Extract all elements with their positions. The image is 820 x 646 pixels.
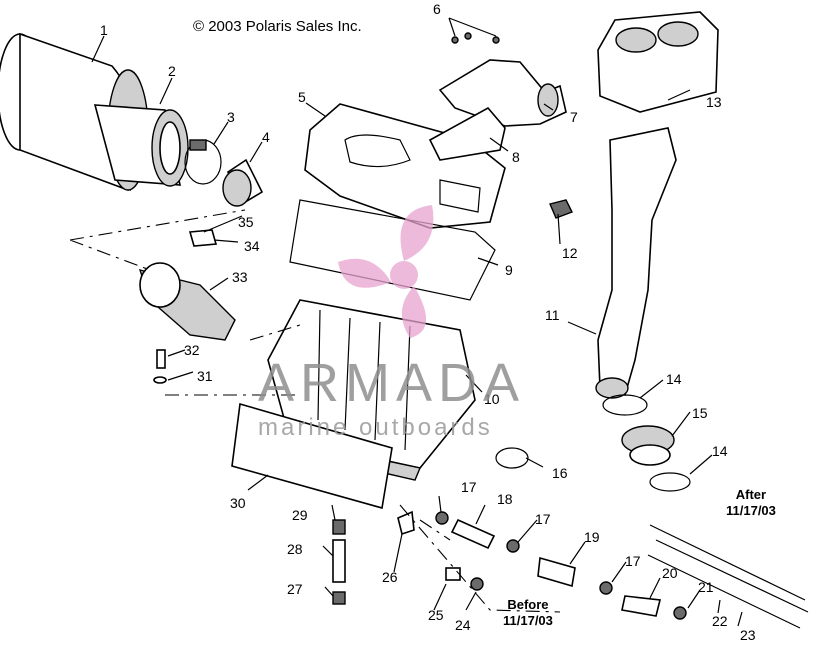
callout: 6 — [433, 1, 441, 17]
callout: 1 — [100, 22, 108, 38]
part-8-plate — [428, 106, 506, 161]
part-13-cover — [597, 11, 719, 113]
part-21-clamp — [673, 606, 687, 620]
callout: 25 — [428, 607, 444, 623]
callout: 32 — [184, 342, 200, 358]
after-note-line1: After — [735, 487, 767, 502]
callout: 34 — [244, 238, 260, 254]
callout: 27 — [287, 581, 303, 597]
callout: 31 — [197, 368, 213, 384]
part-2-filter — [93, 104, 189, 187]
watermark-tagline: marine outboards — [258, 414, 493, 441]
callout: 8 — [512, 149, 520, 165]
callout: 5 — [298, 89, 306, 105]
part-12-clip — [549, 199, 573, 219]
callout: 12 — [562, 245, 578, 261]
part-7-duct — [438, 59, 567, 127]
copyright-notice: © 2003 Polaris Sales Inc. — [193, 18, 362, 35]
before-note-line2: 11/17/03 — [503, 613, 553, 628]
part-30-mat — [231, 402, 393, 510]
callout: 28 — [287, 541, 303, 557]
watermark-brand: ARMADA — [258, 353, 526, 413]
callout: 18 — [497, 491, 513, 507]
part-1-cover — [0, 32, 149, 192]
callout: 2 — [168, 63, 176, 79]
callout-labels: 1 2 3 4 5 6 7 8 9 10 11 12 13 14 14 15 1… — [100, 1, 756, 643]
after-note: After 11/17/03 — [726, 487, 776, 519]
part-9-seal — [289, 199, 496, 301]
part-14-clamp-upper — [602, 394, 648, 416]
part-26-elbow — [397, 510, 415, 536]
callout: 16 — [552, 465, 568, 481]
callout: 20 — [662, 565, 678, 581]
callout: 15 — [692, 405, 708, 421]
callout: 7 — [570, 109, 578, 125]
part-22-23-pipes — [647, 524, 809, 629]
leader-lines — [91, 35, 743, 627]
callout: 14 — [666, 371, 682, 387]
callout: 4 — [262, 129, 270, 145]
watermark-propeller — [338, 205, 434, 338]
callout: 29 — [292, 507, 308, 523]
part-4-coupler — [222, 158, 264, 207]
part-19-valve — [537, 556, 576, 588]
callout: 33 — [232, 269, 248, 285]
callout: 22 — [712, 613, 728, 629]
after-note-line2: 11/17/03 — [726, 503, 776, 518]
part-33-throttle-body — [138, 262, 236, 341]
part-31-32-fasteners — [153, 349, 167, 384]
callout: 24 — [455, 617, 471, 633]
callout: 17 — [535, 511, 551, 527]
callout: 10 — [484, 391, 500, 407]
callout: 13 — [706, 94, 722, 110]
callout: 17 — [625, 553, 641, 569]
part-11-tube — [595, 127, 677, 399]
part-18-hose — [450, 518, 496, 550]
part-17-clamps — [435, 511, 613, 595]
part-6-screws — [448, 17, 500, 44]
callout: 19 — [584, 529, 600, 545]
part-15-boot — [621, 425, 675, 466]
part-14-clamp-lower — [649, 472, 691, 492]
callout: 21 — [698, 579, 714, 595]
callout: 9 — [505, 262, 513, 278]
callout: 23 — [740, 627, 756, 641]
callout: 3 — [227, 109, 235, 125]
before-note: Before 11/17/03 — [503, 597, 553, 629]
callout: 17 — [461, 479, 477, 495]
part-16-clamp — [495, 447, 529, 469]
callout: 30 — [230, 495, 246, 511]
before-note-line1: Before — [507, 597, 549, 612]
callout: 11 — [545, 307, 560, 323]
callout: 14 — [712, 443, 728, 459]
part-24-25-fittings — [445, 567, 484, 591]
part-34-35-sensor — [188, 229, 218, 247]
callout: 35 — [238, 214, 254, 230]
callout: 26 — [382, 569, 398, 585]
part-27-29-stack — [332, 519, 346, 605]
part-20-hose — [621, 595, 661, 617]
part-3-clamp — [184, 139, 222, 185]
